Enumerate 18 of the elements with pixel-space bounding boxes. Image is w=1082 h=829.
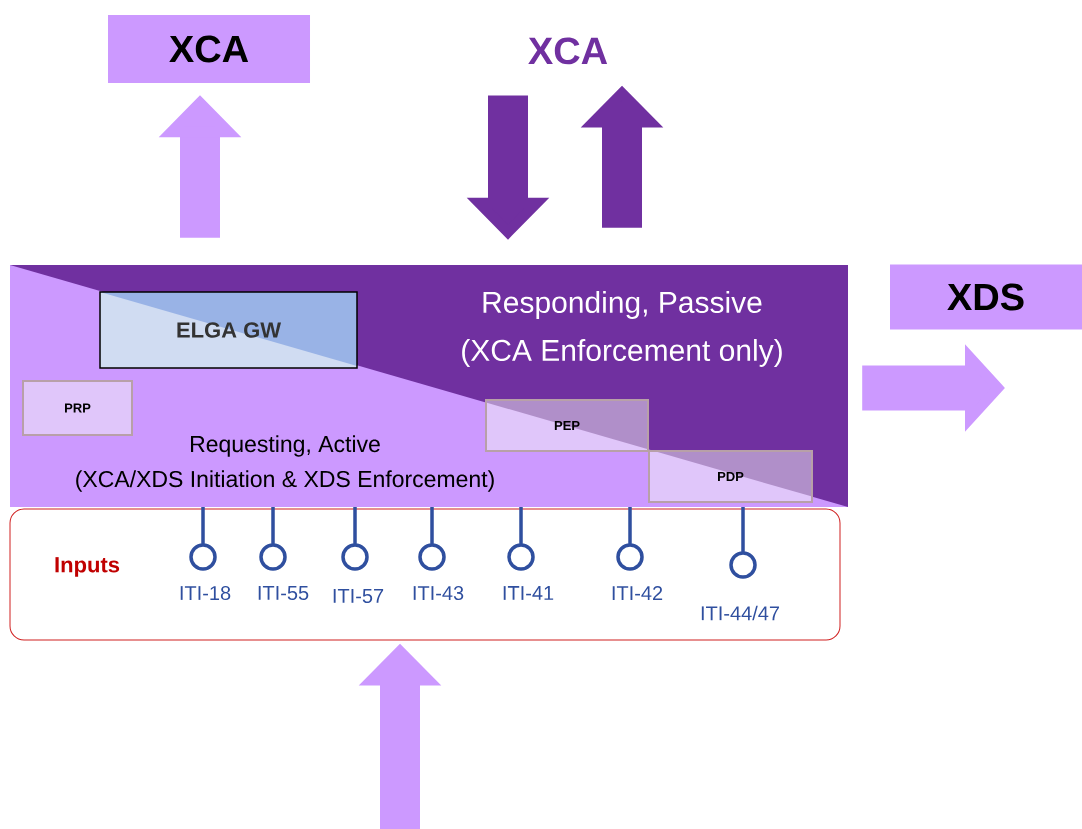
interface-label: ITI-44/47 xyxy=(701,605,779,621)
band-text: (XCA/XDS Initiation & XDS Enforcement) xyxy=(76,470,494,492)
component-box: PDP xyxy=(648,450,813,503)
interface-label: ITI-43 xyxy=(413,585,464,601)
heading: XCA xyxy=(528,37,608,65)
interface-label: ITI-41 xyxy=(503,586,554,600)
label-box: XDS xyxy=(890,264,1082,330)
label-box: XCA xyxy=(108,15,310,83)
interface-label: ITI-18 xyxy=(180,585,231,601)
component-box: PEP xyxy=(485,399,649,452)
band-text: Requesting, Active xyxy=(191,435,380,457)
band-text: Responding, Passive xyxy=(483,291,762,319)
interface-label: ITI-42 xyxy=(612,586,663,600)
interface-label: ITI-55 xyxy=(258,586,309,600)
component-box: PRP xyxy=(22,380,133,436)
interface-label: ITI-57 xyxy=(333,589,384,603)
gateway-box: ELGA GW xyxy=(99,291,358,369)
band-text: (XCA Enforcement only) xyxy=(462,339,782,367)
